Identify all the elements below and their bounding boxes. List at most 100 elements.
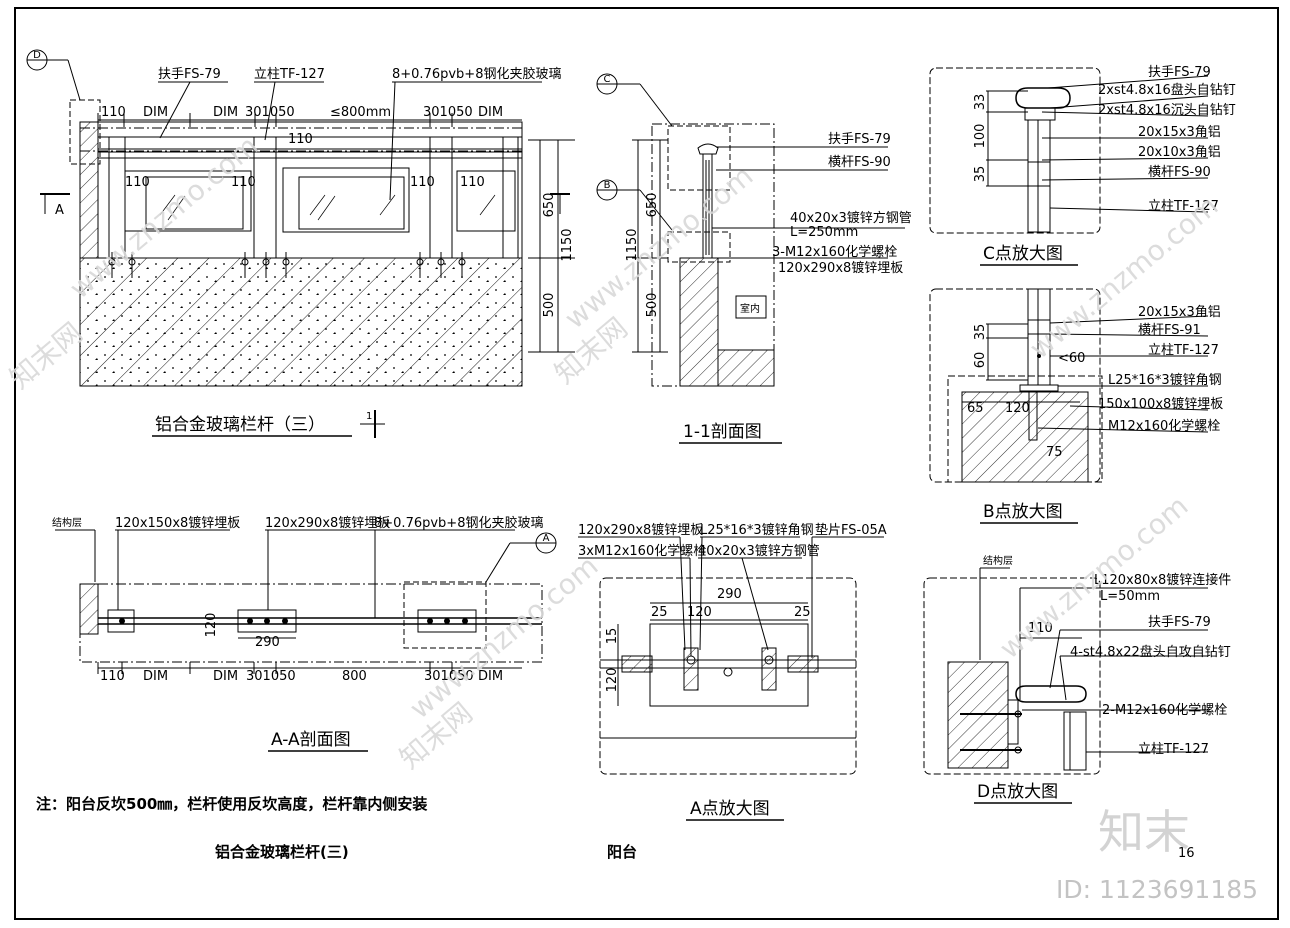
svg-text:25: 25 (794, 605, 811, 620)
elevation-title: 铝合金玻璃栏杆（三） (155, 415, 325, 435)
svg-text:110: 110 (410, 175, 435, 190)
svg-text:L25*16*3镀锌角钢: L25*16*3镀锌角钢 (1108, 372, 1222, 388)
svg-text:35: 35 (973, 166, 988, 183)
svg-text:室内: 室内 (740, 302, 760, 315)
svg-text:8+0.76pvb+8钢化夹胶玻璃: 8+0.76pvb+8钢化夹胶玻璃 (392, 66, 561, 82)
detail-d-title: D点放大图 (977, 782, 1058, 802)
svg-text:120x290x8镀锌埋板: 120x290x8镀锌埋板 (578, 522, 703, 538)
svg-text:≤800mm: ≤800mm (330, 105, 391, 120)
svg-text:D: D (33, 50, 41, 61)
svg-text:2xst4.8x16沉头自钻钉: 2xst4.8x16沉头自钻钉 (1098, 103, 1236, 118)
detail-c: 33 100 35 扶手FS-79 2xst4.8x16盘头自钻钉 2xst4.… (929, 65, 1236, 266)
detail-b-title: B点放大图 (983, 502, 1063, 522)
svg-text:20x15x3角铝: 20x15x3角铝 (1138, 125, 1221, 140)
svg-text:25: 25 (651, 605, 668, 620)
svg-text:L25*16*3镀锌角钢: L25*16*3镀锌角钢 (700, 522, 814, 538)
svg-text:立柱TF-127: 立柱TF-127 (254, 67, 325, 82)
svg-text:<60: <60 (1058, 351, 1085, 366)
svg-text:知末网: 知末网 (3, 316, 89, 395)
svg-text:35: 35 (973, 324, 988, 341)
svg-text:301050: 301050 (423, 105, 473, 120)
svg-text:110: 110 (101, 105, 126, 120)
svg-text:120: 120 (605, 668, 620, 693)
main-elevation: D (26, 49, 575, 438)
footer-location: 阳台 (607, 843, 637, 861)
detail-b: 35 60 <60 65 120 75 20x15x3角铝 横杆FS-91 立柱… (929, 288, 1223, 524)
svg-text:扶手FS-79: 扶手FS-79 (828, 132, 891, 147)
svg-text:垫片FS-05A: 垫片FS-05A (815, 522, 887, 538)
svg-text:20x15x3角铝: 20x15x3角铝 (1138, 305, 1221, 320)
svg-text:110: 110 (125, 175, 150, 190)
svg-text:15: 15 (605, 628, 620, 645)
svg-text:290: 290 (255, 635, 280, 650)
svg-text:DIM: DIM (478, 669, 503, 684)
svg-text:100: 100 (973, 124, 988, 149)
svg-text:M12x160化学螺栓: M12x160化学螺栓 (1108, 418, 1220, 434)
svg-text:扶手FS-79: 扶手FS-79 (1148, 65, 1211, 80)
section-a-a-title: A-A剖面图 (271, 730, 351, 750)
svg-text:40x20x3镀锌方钢管: 40x20x3镀锌方钢管 (698, 543, 820, 559)
section-mark-d: D (26, 49, 81, 101)
svg-text:3xM12x160化学螺栓: 3xM12x160化学螺栓 (578, 543, 706, 559)
footer-page-number: 16 (1178, 846, 1195, 861)
svg-text:650: 650 (645, 193, 660, 218)
svg-text:301050: 301050 (246, 669, 296, 684)
svg-text:120x290x8镀锌埋板: 120x290x8镀锌埋板 (778, 260, 903, 276)
svg-text:110: 110 (1028, 621, 1053, 636)
svg-text:C: C (604, 74, 611, 85)
svg-text:120: 120 (1005, 401, 1030, 416)
detail-a: 290 25 120 25 15 120 120x290x8镀锌埋板 3xM12… (578, 522, 887, 821)
footer-note: 注：阳台反坎500㎜，栏杆使用反坎高度，栏杆靠内侧安装 (36, 795, 428, 813)
svg-text:110: 110 (288, 132, 313, 147)
elevation-labels: 扶手FS-79 立柱TF-127 8+0.76pvb+8钢化夹胶玻璃 (158, 66, 561, 201)
svg-text:B: B (604, 180, 611, 191)
watermark-id: ID: 1123691185 (1056, 875, 1258, 904)
svg-text:500: 500 (645, 293, 660, 318)
svg-text:650: 650 (542, 193, 557, 218)
svg-text:L=50mm: L=50mm (1100, 589, 1160, 604)
section-a-a: 结构层 A 120x150x8镀锌埋板 120x290x8镀锌埋板 8+0.76… (52, 515, 557, 752)
svg-text:A: A (543, 533, 550, 544)
svg-text:20x10x3角铝: 20x10x3角铝 (1138, 145, 1221, 160)
svg-text:110: 110 (231, 175, 256, 190)
svg-text:DIM: DIM (143, 669, 168, 684)
svg-text:1: 1 (366, 411, 372, 422)
svg-text:120x150x8镀锌埋板: 120x150x8镀锌埋板 (115, 515, 240, 531)
svg-text:L120x80x8镀锌连接件: L120x80x8镀锌连接件 (1094, 572, 1231, 588)
section-1-1: C B 室内 650 1150 500 扶手FS-79 横杆FS (596, 73, 912, 444)
svg-text:33: 33 (973, 94, 988, 111)
section-1-1-title: 1-1剖面图 (683, 422, 762, 442)
svg-text:L=250mm: L=250mm (790, 225, 858, 240)
svg-text:结构层: 结构层 (983, 554, 1013, 567)
footer-drawing-name: 铝合金玻璃栏杆(三) (215, 843, 349, 861)
svg-text:DIM: DIM (478, 105, 503, 120)
svg-text:横杆FS-91: 横杆FS-91 (1138, 323, 1201, 338)
glass-panes (124, 167, 516, 233)
svg-text:65: 65 (967, 401, 984, 416)
svg-text:110: 110 (100, 669, 125, 684)
svg-text:www.znzmo.com: www.znzmo.com (1023, 189, 1224, 365)
svg-text:扶手FS-79: 扶手FS-79 (158, 67, 221, 82)
svg-text:DIM: DIM (213, 669, 238, 684)
svg-text:立柱TF-127: 立柱TF-127 (1138, 742, 1209, 757)
svg-text:2-M12x160化学螺栓: 2-M12x160化学螺栓 (1102, 702, 1227, 718)
footer: 注：阳台反坎500㎜，栏杆使用反坎高度，栏杆靠内侧安装 铝合金玻璃栏杆(三) 阳… (36, 795, 1195, 861)
svg-text:横杆FS-90: 横杆FS-90 (828, 155, 891, 170)
svg-text:60: 60 (973, 352, 988, 369)
svg-text:120x290x8镀锌埋板: 120x290x8镀锌埋板 (265, 515, 390, 531)
svg-text:扶手FS-79: 扶手FS-79 (1148, 615, 1211, 630)
svg-text:4-st4.8x22盘头自攻自钻钉: 4-st4.8x22盘头自攻自钻钉 (1070, 644, 1231, 660)
svg-text:75: 75 (1046, 445, 1063, 460)
svg-text:110: 110 (460, 175, 485, 190)
svg-text:1150: 1150 (560, 228, 575, 261)
anchor-bolts (108, 252, 466, 278)
watermark-logo: 知末 (1098, 805, 1190, 859)
svg-text:结构层: 结构层 (52, 516, 82, 529)
svg-text:DIM: DIM (213, 105, 238, 120)
sheet-border (14, 7, 1279, 920)
svg-text:横杆FS-90: 横杆FS-90 (1148, 165, 1211, 180)
svg-text:290: 290 (717, 587, 742, 602)
svg-text:1150: 1150 (625, 228, 640, 261)
svg-text:立柱TF-127: 立柱TF-127 (1148, 199, 1219, 214)
